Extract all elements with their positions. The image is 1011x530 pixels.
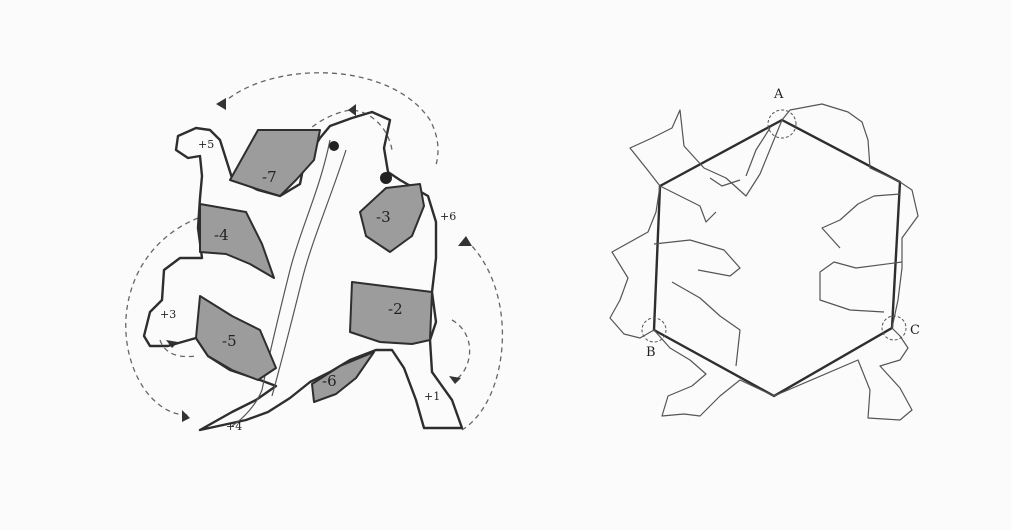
label-minus-5: -5 [222,332,237,350]
shaded-region-minus-4 [199,203,275,279]
arrowhead-icon [216,98,226,110]
rotation-arc-top-inner [299,109,393,151]
shaded-region-minus-6 [311,351,375,403]
label-plus-6: +6 [440,210,456,223]
label-minus-3: -3 [376,208,391,226]
lizard-eye-icon [380,172,392,184]
label-minus-7: -7 [262,168,277,186]
label-plus-1: +1 [424,390,440,403]
inner-cut-line [659,185,717,223]
label-minus-2: -2 [388,300,403,318]
shaded-region-minus-5 [195,295,277,381]
inner-cut-line [653,239,741,277]
label-minus-4: -4 [214,226,229,244]
arrowhead-icon [348,104,356,116]
arrowhead-icon [449,376,461,384]
hexagon-outline [652,118,902,398]
rotation-arc-right-inner [451,319,471,381]
shaded-region-minus-2 [349,281,433,345]
hexagon-tile-diagram: A B C [609,87,920,421]
rotation-arc-left-inner [159,339,197,358]
lizard-spine-inner [271,149,347,397]
arrowhead-icon [182,410,190,422]
inner-cut-line [745,127,771,177]
lizard-tile-outline [609,103,919,421]
rotation-arc-right [461,239,503,431]
vertex-marker-b [641,317,667,343]
vertex-marker-c [881,315,907,341]
shaded-region-minus-7 [229,129,321,197]
vertex-label-a: A [773,87,784,102]
lizard-eye-icon [329,141,339,151]
label-minus-6: -6 [322,372,337,390]
vertex-marker-a [767,109,797,139]
arrowhead-icon [458,236,472,246]
lizard-tile-diagram: -7 -3 -4 -2 -5 -6 +5 +6 +3 +1 +4 [125,72,503,433]
inner-cut-line [821,193,901,249]
inner-cut-line [671,281,741,367]
rotation-arc-top [221,72,439,166]
rotation-arc-left [125,217,199,416]
label-plus-3: +3 [160,308,176,321]
shaded-region-minus-3 [359,183,425,253]
lizard-spine [231,139,331,427]
vertex-label-c: C [910,323,920,338]
label-plus-5: +5 [198,138,214,151]
inner-cut-line [819,261,903,313]
label-plus-4: +4 [226,420,242,433]
inner-cut-line [709,177,741,187]
vertex-label-b: B [646,345,656,360]
